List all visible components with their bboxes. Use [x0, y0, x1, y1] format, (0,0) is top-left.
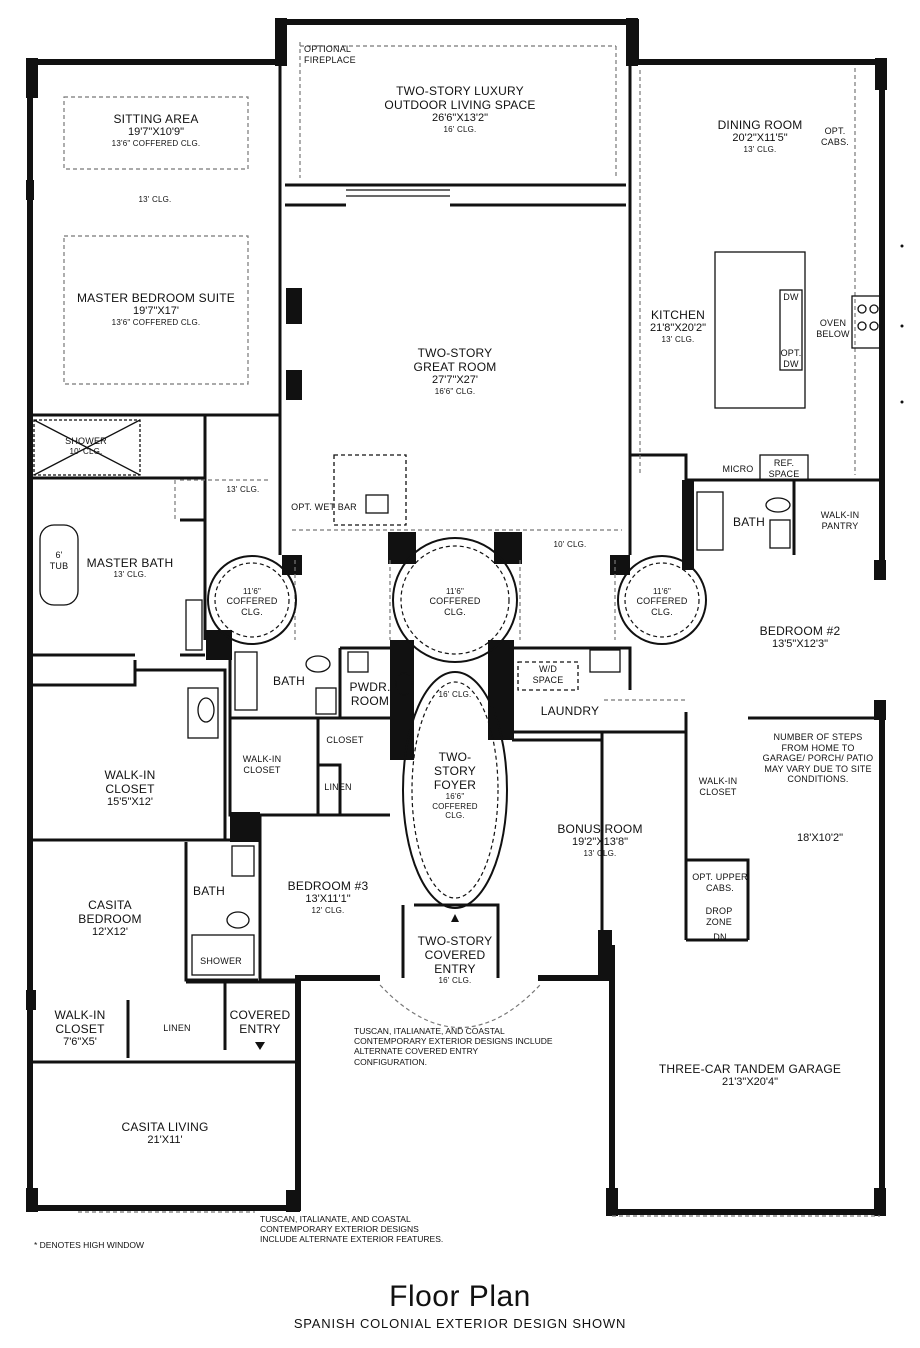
- garage-bay-dims-label: 18'X10'2": [796, 832, 844, 844]
- walkin-closet-small-label: WALK-IN CLOSET: [242, 754, 282, 775]
- bath-casita-label: BATH: [193, 884, 225, 898]
- ceiling-10-label: 10' CLG.: [553, 540, 587, 549]
- linen-casita-label: LINEN: [163, 1023, 191, 1033]
- dining-room-label: DINING ROOM 20'2"X11'5" 13' CLG.: [717, 118, 803, 155]
- entry-arrow-casita: [255, 1042, 265, 1050]
- dishwasher-label: DW: [783, 292, 799, 302]
- ref-space-label: REF. SPACE: [768, 458, 800, 479]
- coffered-ceilings: [207, 537, 707, 909]
- page-title: Floor Plan: [389, 1280, 531, 1313]
- walkin-closet-master-label: WALK-IN CLOSET 15'5"X12': [104, 768, 156, 809]
- opt-wet-bar-label: OPT. WET BAR: [291, 502, 357, 512]
- shower-casita-label: SHOWER: [200, 956, 242, 966]
- page-subtitle: SPANISH COLONIAL EXTERIOR DESIGN SHOWN: [293, 1316, 627, 1331]
- steps-note: NUMBER OF STEPS FROM HOME TO GARAGE/ POR…: [762, 732, 874, 785]
- walkin-pantry-label: WALK-IN PANTRY: [820, 510, 860, 531]
- garage-label: THREE-CAR TANDEM GARAGE 21'3"X20'4": [658, 1062, 842, 1089]
- laundry-label: LAUNDRY: [540, 704, 600, 718]
- sitting-area-label: SITTING AREA 19'7"X10'9" 13'6" COFFERED …: [111, 112, 201, 149]
- kitchen-label: KITCHEN 21'8"X20'2" 13' CLG.: [649, 308, 707, 345]
- opt-upper-cabs-label: OPT. UPPER CABS.: [692, 872, 748, 893]
- oven-below-label: OVEN BELOW: [816, 318, 850, 339]
- dashed-lines: [63, 42, 880, 1217]
- high-window-note: * DENOTES HIGH WINDOW: [34, 1240, 145, 1250]
- walkin-closet-casita-label: WALK-IN CLOSET 7'6"X5': [54, 1008, 106, 1049]
- two-story-covered-entry-label: TWO-STORY COVERED ENTRY 16' CLG.: [417, 934, 493, 986]
- tuscan-exterior-note: TUSCAN, ITALIANATE, AND COASTAL CONTEMPO…: [260, 1214, 444, 1245]
- bedroom2-label: BEDROOM #2 13'5"X12'3": [759, 624, 841, 651]
- interior-walls: [30, 62, 882, 1064]
- casita-living-label: CASITA LIVING 21'X11': [121, 1120, 209, 1147]
- bath-mid-label: BATH: [273, 674, 305, 688]
- sliding-door: [346, 189, 450, 197]
- drop-zone-label: DROP ZONE: [705, 906, 733, 927]
- coffered-center-label: 11'6" COFFERED CLG.: [429, 587, 481, 618]
- great-room-label: TWO-STORY GREAT ROOM 27'7"X27' 16'6" CLG…: [413, 346, 497, 397]
- outdoor-living-label: TWO-STORY LUXURY OUTDOOR LIVING SPACE 26…: [384, 84, 536, 135]
- wd-space-label: W/D SPACE: [532, 664, 564, 685]
- micro-label: MICRO: [722, 464, 754, 474]
- down-stairs-label: DN: [713, 932, 727, 942]
- bonus-room-label: BONUS ROOM 19'2"X13'8" 13' CLG.: [557, 822, 643, 859]
- linen-label: LINEN: [324, 782, 352, 792]
- coffered-left-label: 11'6" COFFERED CLG.: [226, 587, 278, 618]
- high-window-dots: [900, 244, 904, 404]
- covered-entry-casita-label: COVERED ENTRY: [229, 1008, 291, 1037]
- hall-ceiling-label: 13' CLG.: [226, 485, 260, 494]
- bedroom3-label: BEDROOM #3 13'X11'1" 12' CLG.: [287, 879, 369, 916]
- optional-fireplace-label: OPTIONAL FIREPLACE: [304, 44, 356, 65]
- casita-bedroom-label: CASITA BEDROOM 12'X12': [78, 898, 142, 939]
- shower-label: SHOWER 10' CLG.: [65, 436, 107, 456]
- entry-arrow-main: [451, 914, 459, 922]
- master-bath-label: MASTER BATH 13' CLG.: [86, 556, 174, 580]
- opt-dishwasher-label: OPT. DW: [780, 348, 802, 369]
- foyer-ceiling-top-label: 16' CLG.: [438, 690, 472, 699]
- tuscan-entry-note: TUSCAN, ITALIANATE, AND COASTAL CONTEMPO…: [354, 1026, 553, 1067]
- closet-label: CLOSET: [326, 735, 364, 745]
- walkin-closet-right-label: WALK-IN CLOSET: [698, 776, 738, 797]
- powder-room-label: PWDR. ROOM: [349, 680, 391, 709]
- master-ceiling-label: 13' CLG.: [138, 195, 172, 204]
- master-bedroom-label: MASTER BEDROOM SUITE 19'7"X17' 13'6" COF…: [76, 291, 235, 328]
- coffered-right-label: 11'6" COFFERED CLG.: [636, 587, 688, 618]
- tub-label: 6' TUB: [49, 550, 69, 571]
- bath-top-label: BATH: [733, 515, 765, 529]
- fixtures: [33, 251, 883, 976]
- opt-cabs-label: OPT. CABS.: [820, 126, 849, 147]
- foyer-label: TWO- STORY FOYER 16'6" COFFERED CLG.: [432, 750, 478, 821]
